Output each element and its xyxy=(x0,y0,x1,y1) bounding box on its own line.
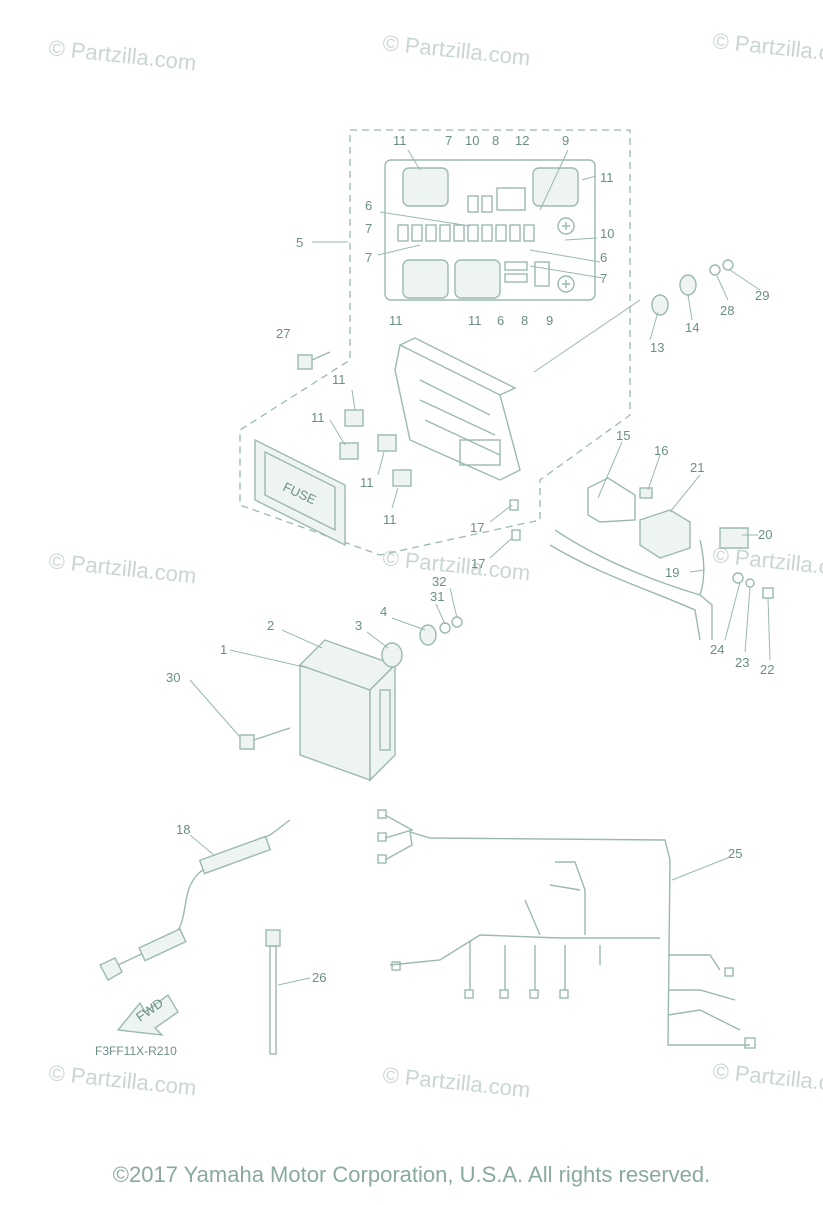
callout: 7 xyxy=(445,133,452,148)
callout: 16 xyxy=(654,443,668,458)
callout: 32 xyxy=(432,574,446,589)
copyright-footer: ©2017 Yamaha Motor Corporation, U.S.A. A… xyxy=(112,1162,711,1187)
callout: 11 xyxy=(468,313,482,328)
callout: 22 xyxy=(760,662,774,677)
callout: 11 xyxy=(332,372,346,387)
callout: 6 xyxy=(365,198,372,213)
callout: 8 xyxy=(492,133,499,148)
watermark: © Partzilla.com xyxy=(381,1062,531,1102)
ecu-unit xyxy=(298,639,397,782)
callout: 1 xyxy=(220,642,227,657)
callout: 7 xyxy=(365,221,372,236)
diagram-code: F3FF11X-R210 xyxy=(95,1044,177,1058)
callout: 8 xyxy=(521,313,528,328)
callout: 6 xyxy=(600,250,607,265)
callout: 7 xyxy=(600,271,607,286)
watermark: © Partzilla.com xyxy=(47,1060,197,1100)
fwd-arrow: FWD xyxy=(116,993,179,1036)
callout: 23 xyxy=(735,655,749,670)
callout: 14 xyxy=(685,320,699,335)
watermark: © Partzilla.com xyxy=(711,28,823,68)
watermark: © Partzilla.com xyxy=(711,1058,823,1098)
callout: 12 xyxy=(515,133,529,148)
callout: 6 xyxy=(497,313,504,328)
watermark: © Partzilla.com xyxy=(47,35,197,75)
callout: 31 xyxy=(430,589,444,604)
callout: 11 xyxy=(600,170,614,185)
callout: 25 xyxy=(728,846,742,861)
callout: 10 xyxy=(465,133,479,148)
fuse-box-dashed-outline xyxy=(239,129,631,556)
watermark: © Partzilla.com xyxy=(47,548,197,588)
watermark: © Partzilla.com xyxy=(381,30,531,70)
callout: 13 xyxy=(650,340,664,355)
callout: 10 xyxy=(600,226,614,241)
callout: 4 xyxy=(380,604,387,619)
callout: 29 xyxy=(755,288,769,303)
callout: 11 xyxy=(360,475,374,490)
callout: 7 xyxy=(365,250,372,265)
callout: 30 xyxy=(166,670,180,685)
callout: 18 xyxy=(176,822,190,837)
callout: 11 xyxy=(393,133,407,148)
callout: 17 xyxy=(471,556,485,571)
fuse-panel xyxy=(384,159,596,301)
callout: 11 xyxy=(389,313,403,328)
callout: 5 xyxy=(296,235,303,250)
callout: 15 xyxy=(616,428,630,443)
callout: 17 xyxy=(470,520,484,535)
callout: 26 xyxy=(312,970,326,985)
callout: 2 xyxy=(267,618,274,633)
callout: 27 xyxy=(276,326,290,341)
callout: 24 xyxy=(710,642,724,657)
callout: 11 xyxy=(311,410,325,425)
callout: 19 xyxy=(665,565,679,580)
callout: 3 xyxy=(355,618,362,633)
leader-lines xyxy=(189,149,771,986)
cable-tie xyxy=(265,929,281,1055)
bracket-and-cables xyxy=(549,477,774,641)
callout: 21 xyxy=(690,460,704,475)
relays xyxy=(339,409,412,487)
callouts: 11 7 10 8 12 9 11 6 7 7 10 6 7 11 11 6 8… xyxy=(166,133,774,985)
sensor-cable xyxy=(99,819,291,981)
fuse-box-cover: FUSE xyxy=(254,438,346,547)
callout: 11 xyxy=(383,512,397,527)
fuse-box-body xyxy=(394,337,521,481)
callout: 9 xyxy=(546,313,553,328)
callout: 20 xyxy=(758,527,772,542)
callout: 9 xyxy=(562,133,569,148)
watermark: © Partzilla.com xyxy=(381,545,531,585)
callout: 28 xyxy=(720,303,734,318)
wire-harness xyxy=(377,809,756,1049)
